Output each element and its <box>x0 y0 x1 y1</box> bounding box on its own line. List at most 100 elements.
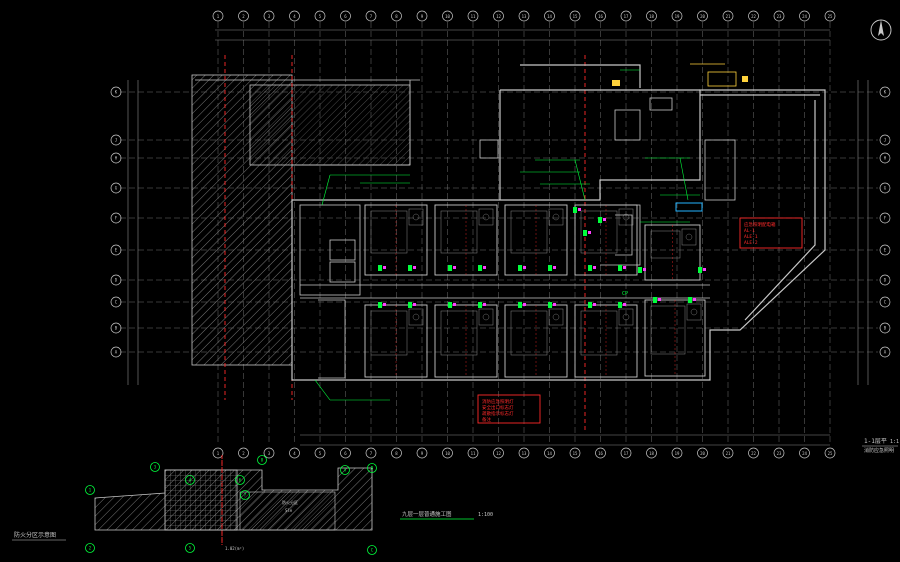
column-bubble-bottom: 4 <box>289 447 300 459</box>
key-plan-axis-label: C <box>371 548 374 553</box>
row-bubble-left: B <box>110 322 122 334</box>
column-bubble-bottom: 21 <box>722 447 734 459</box>
row-bubble-right: A <box>879 346 891 358</box>
column-bubble-top: 8 <box>391 10 402 22</box>
floor-plan-caption-text: 九层一层普通施工图 <box>402 510 452 518</box>
column-label: 14 <box>547 451 552 456</box>
column-label: 5 <box>319 14 322 19</box>
column-bubble-top: 6 <box>340 10 351 22</box>
key-plan-axis-mark: 4 <box>185 475 195 485</box>
green-tag: CP <box>622 291 628 297</box>
main-plan-scale: 1:1 <box>890 439 899 445</box>
dimension-chain-side <box>127 80 869 385</box>
guest-room <box>574 304 638 378</box>
light-fixture <box>378 265 386 271</box>
row-label: G <box>115 186 118 191</box>
column-bubble-bottom: 5 <box>314 447 326 459</box>
column-label: 21 <box>726 451 731 456</box>
key-plan-axis-mark: A <box>340 465 350 475</box>
column-label: 12 <box>496 14 501 19</box>
annotation-leaders <box>314 69 700 401</box>
light-fixture <box>598 217 606 223</box>
column-bubble-top: 5 <box>314 10 326 22</box>
column-label: 5 <box>319 451 322 456</box>
column-bubble-top: 14 <box>544 10 555 22</box>
row-bubble-right: C <box>879 296 891 308</box>
row-bubble-right: F <box>879 212 891 224</box>
red-note-right-1: 应急照明配电箱 <box>744 221 776 228</box>
column-bubble-top: 4 <box>289 10 300 22</box>
column-bubble-top: 9 <box>416 10 428 22</box>
light-fixture <box>518 302 526 308</box>
column-label: 13 <box>522 451 527 456</box>
building-outline <box>291 64 826 381</box>
red-note-right-4: ALE-2 <box>744 240 758 246</box>
column-bubble-top: 16 <box>595 10 606 22</box>
column-label: 10 <box>445 451 450 456</box>
emergency-fixtures <box>378 207 706 308</box>
column-bubble-top: 22 <box>748 10 759 22</box>
column-bubble-top: 13 <box>518 10 530 22</box>
row-bubble-left: D <box>110 274 122 286</box>
red-note-bottom-3: 疏散指示标志灯 <box>482 410 514 417</box>
row-label: C <box>884 300 887 305</box>
row-label: B <box>884 326 887 331</box>
column-bubble-bottom: 9 <box>416 447 428 459</box>
row-label: F <box>884 216 887 221</box>
red-note-bottom-4: 备注 <box>482 416 491 423</box>
column-label: 2 <box>242 14 245 19</box>
row-bubble-left: F <box>110 212 122 224</box>
column-label: 22 <box>751 14 756 19</box>
column-bubble-bottom: 8 <box>391 447 402 459</box>
row-label: E <box>884 248 887 253</box>
light-fixture <box>573 207 581 213</box>
main-plan-title: 1-1层平 <box>864 438 887 445</box>
column-label: 24 <box>802 451 807 456</box>
light-fixture <box>378 302 386 308</box>
row-label: D <box>115 278 118 283</box>
column-label: 16 <box>598 451 603 456</box>
row-label: K <box>884 90 887 95</box>
column-label: 9 <box>421 451 424 456</box>
column-bubble-top: 2 <box>238 10 249 22</box>
column-bubble-top: 18 <box>646 10 657 22</box>
light-fixture <box>638 267 646 273</box>
column-bubble-bottom: 2 <box>238 447 249 459</box>
row-bubble-left: K <box>110 86 122 98</box>
row-bubble-left: H <box>110 152 122 164</box>
column-label: 23 <box>777 451 782 456</box>
column-label: 4 <box>293 451 296 456</box>
light-fixture <box>688 297 696 303</box>
key-plan-axis-mark: B <box>367 463 377 473</box>
column-bubble-top: 25 <box>824 10 836 22</box>
column-label: 7 <box>370 451 373 456</box>
column-bubble-top: 20 <box>697 10 708 22</box>
column-label: 22 <box>751 451 756 456</box>
guest-room <box>434 204 498 276</box>
red-note-right-2: AL-1 <box>744 228 755 234</box>
row-bubble-left: G <box>110 182 122 194</box>
column-bubble-bottom: 6 <box>340 447 351 459</box>
column-bubble-top: 12 <box>493 10 504 22</box>
column-label: 24 <box>802 14 807 19</box>
row-bubble-right: K <box>879 86 891 98</box>
column-label: 21 <box>726 14 731 19</box>
row-bubble-left: A <box>110 346 122 358</box>
column-bubble-bottom: 22 <box>748 447 759 459</box>
row-bubble-right: G <box>879 182 891 194</box>
key-plan-area-note: 1.02(m²) <box>225 546 244 551</box>
column-bubble-bottom: 1 <box>212 447 224 459</box>
row-label: F <box>115 216 118 221</box>
row-bubble-right: E <box>879 244 891 256</box>
column-bubble-bottom: 24 <box>799 447 810 459</box>
light-fixture <box>548 265 556 271</box>
column-label: 25 <box>828 14 833 19</box>
light-fixture <box>588 265 596 271</box>
column-bubble-bottom: 13 <box>518 447 530 459</box>
key-plan-axis-label: 4 <box>189 478 192 483</box>
column-bubble-top: 17 <box>620 10 632 22</box>
